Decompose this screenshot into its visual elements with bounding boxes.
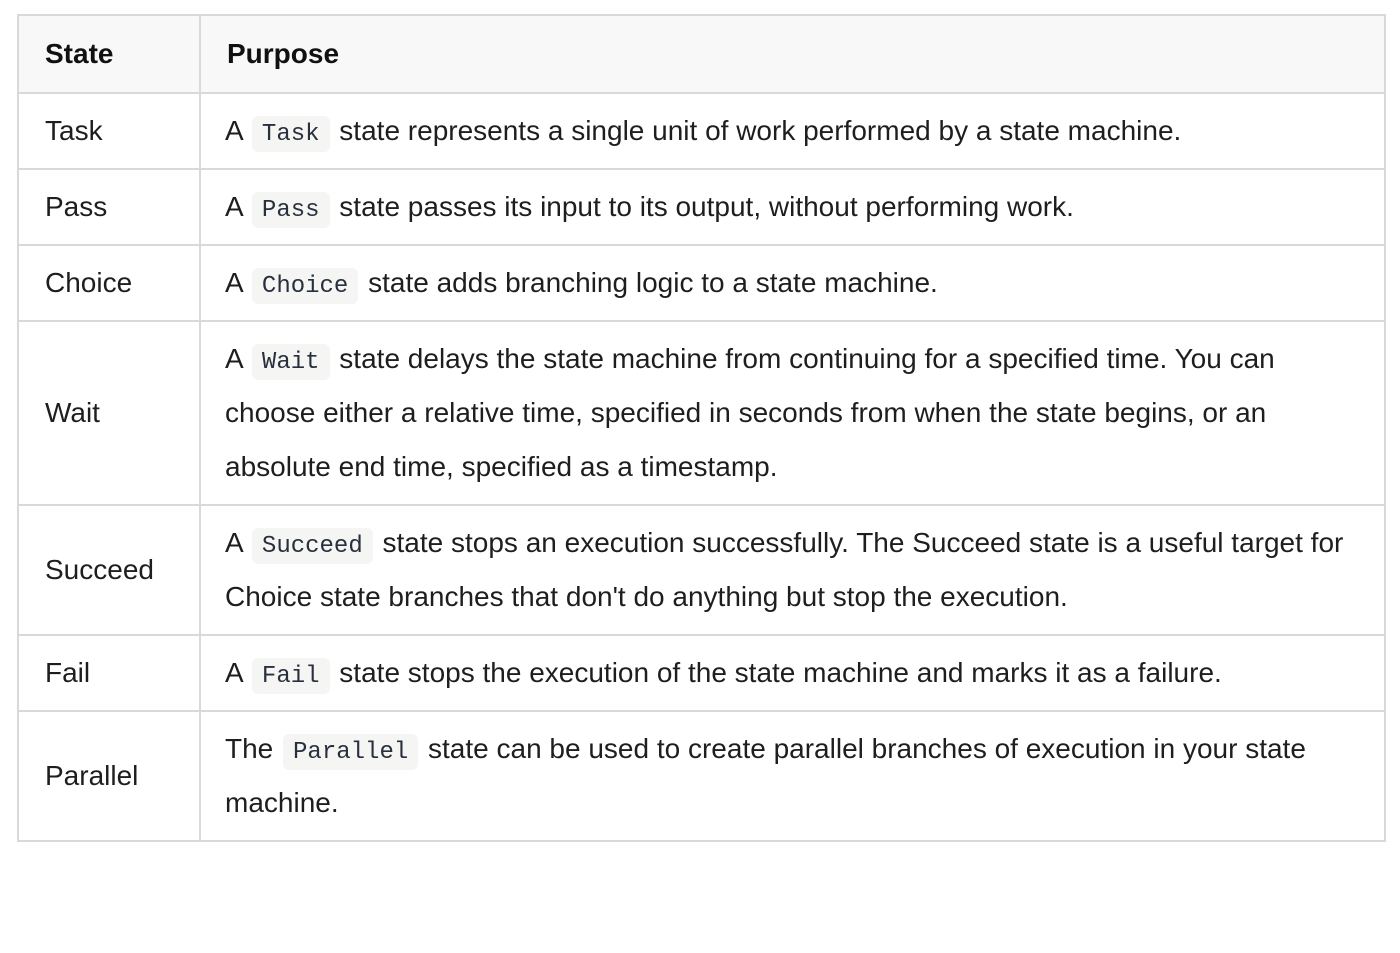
purpose-text: A <box>225 191 250 222</box>
state-cell: Wait <box>17 320 201 506</box>
state-cell: Parallel <box>17 710 201 842</box>
column-header-purpose: Purpose <box>199 14 1386 94</box>
state-cell: Task <box>17 92 201 170</box>
purpose-text: state represents a single unit of work p… <box>331 115 1182 146</box>
table-header: State Purpose <box>17 14 1386 94</box>
purpose-text: A <box>225 115 250 146</box>
inline-code: Task <box>251 116 330 152</box>
inline-code: Choice <box>251 268 359 304</box>
column-header-state: State <box>17 14 201 94</box>
purpose-text: state adds branching logic to a state ma… <box>360 267 938 298</box>
state-cell: Choice <box>17 244 201 322</box>
inline-code: Pass <box>251 192 330 228</box>
purpose-text: A <box>225 527 250 558</box>
purpose-text: state can be used to create parallel bra… <box>225 733 1306 818</box>
purpose-cell: A Choice state adds branching logic to a… <box>199 244 1386 322</box>
purpose-cell: A Wait state delays the state machine fr… <box>199 320 1386 506</box>
purpose-text: state stops the execution of the state m… <box>331 657 1222 688</box>
purpose-text: A <box>225 267 250 298</box>
purpose-cell: The Parallel state can be used to create… <box>199 710 1386 842</box>
purpose-text: state delays the state machine from cont… <box>225 343 1275 482</box>
purpose-cell: A Fail state stops the execution of the … <box>199 634 1386 712</box>
inline-code: Wait <box>251 344 330 380</box>
inline-code: Succeed <box>251 528 373 564</box>
inline-code: Fail <box>251 658 330 694</box>
purpose-cell: A Succeed state stops an execution succe… <box>199 504 1386 636</box>
purpose-text: A <box>225 343 250 374</box>
purpose-text: state passes its input to its output, wi… <box>331 191 1074 222</box>
state-cell: Succeed <box>17 504 201 636</box>
header-row: State Purpose <box>17 14 1386 94</box>
purpose-cell: A Pass state passes its input to its out… <box>199 168 1386 246</box>
inline-code: Parallel <box>283 734 419 770</box>
state-cell: Fail <box>17 634 201 712</box>
purpose-text: A <box>225 657 250 688</box>
purpose-text: state stops an execution successfully. T… <box>225 527 1344 612</box>
state-cell: Pass <box>17 168 201 246</box>
purpose-text: The <box>225 733 282 764</box>
purpose-cell: A Task state represents a single unit of… <box>199 92 1386 170</box>
